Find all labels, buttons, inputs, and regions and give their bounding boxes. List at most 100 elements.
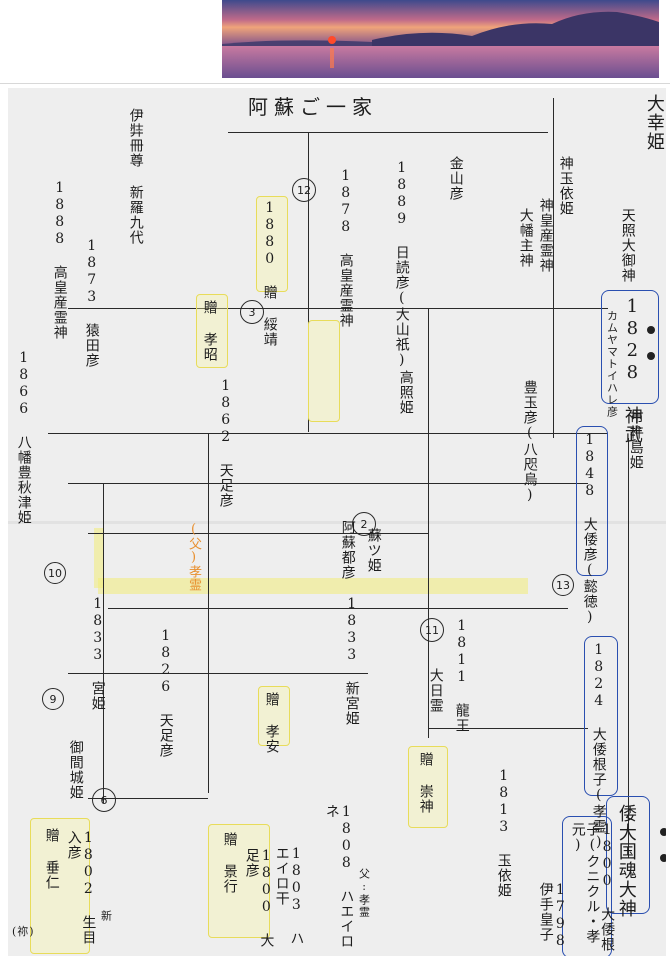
highlight-box-sujin: [408, 746, 448, 828]
name-kogen: 1800 大倭根子(クニクル・孝元): [569, 822, 616, 952]
name-haeiro: 1803 ハエイロ干: [273, 846, 305, 946]
name-hiyomihiko: 1889 日読彦(大山祇): [393, 160, 410, 369]
line: [88, 533, 428, 534]
name-kamimusubi: 神皇産霊神: [537, 198, 554, 273]
scan-seam: [8, 521, 666, 524]
highlight-box-okunitama: [606, 796, 650, 914]
name-tamayori-2: 1813 玉依姫: [495, 768, 512, 898]
bullet-dot: [660, 854, 666, 862]
highlight-box-suizei: [256, 196, 288, 292]
highlight-box-kosho: [196, 294, 228, 368]
name-ohsachi-hime: 大幸姫: [643, 94, 665, 151]
name-sotsu-hime: 蘇ツ姫: [365, 528, 382, 573]
circled-number-10: 10: [44, 562, 66, 584]
line: [628, 438, 629, 858]
circled-number-6: 6: [92, 788, 116, 812]
highlight-box-kogen: [562, 816, 612, 956]
line: [553, 98, 554, 438]
line: [428, 308, 429, 738]
highlight-box-jimmu: [601, 290, 659, 404]
name-kanayamahiko: 金山彦: [447, 156, 464, 201]
line: [208, 433, 209, 793]
name-takamimusubi: 1878 高皇産霊神: [337, 168, 354, 328]
name-kosho: 贈 孝昭: [201, 300, 218, 362]
name-suizei: 1880 贈 綏靖: [261, 200, 278, 347]
circled-number-text: 12: [297, 183, 311, 197]
highlight-band: [98, 578, 528, 594]
line: [68, 483, 588, 484]
name-tamayori: 神玉依姫: [557, 156, 574, 216]
name-sarutahiko: 1873 猿田彦: [83, 238, 100, 368]
name-ikumeirihiko: 1802 生目入彦: [65, 830, 97, 945]
name-shingu-hime: 1833 新宮姫: [343, 596, 360, 726]
line: [103, 483, 104, 803]
bullet-dot: [647, 326, 655, 334]
line: [108, 608, 568, 609]
name-takamimusubi-2: 1888 高皇産霊神: [51, 180, 68, 340]
name-haeirone: 1808 ハエイロネ: [323, 804, 355, 949]
highlight-box-yellow: [308, 320, 340, 422]
name-hachiman: 1866 八幡豊秋津姫: [15, 350, 32, 525]
header-divider: [0, 83, 670, 84]
orange-annotation: (父)孝霊: [186, 522, 201, 591]
line: [428, 728, 588, 729]
circled-number-text: 10: [48, 566, 62, 580]
line: [48, 433, 608, 434]
name-sujin: 贈 崇神: [417, 752, 434, 814]
chart-title: 阿蘇ご一家: [248, 95, 378, 119]
circled-number-text: 9: [49, 692, 57, 706]
circled-number-9: 9: [42, 688, 64, 710]
line: [88, 798, 208, 799]
highlight-box-koan: [258, 686, 290, 746]
name-takateru: 高照姫: [397, 370, 414, 415]
circled-number-11: 11: [420, 618, 444, 642]
circled-number-2: 2: [352, 512, 376, 536]
name-ohirume: 大日霊: [427, 668, 444, 713]
name-ite-miko: 1798 伊手皇子: [537, 882, 569, 950]
highlight-band-left: [94, 528, 104, 588]
highlight-box-suinin: [30, 818, 90, 954]
name-asotsuhiko: 阿蘇都彦: [339, 520, 356, 580]
name-itoku: 1848 大倭彦(懿徳): [581, 432, 598, 626]
bottom-note-shin: 新: [99, 910, 113, 922]
line: [308, 132, 309, 432]
circled-number-12: 12: [292, 178, 316, 202]
name-keiko: 贈 景行: [221, 832, 238, 894]
bullet-dot: [647, 352, 655, 360]
circled-number-text: 13: [556, 578, 570, 592]
name-ryuo: 1811 龍王: [453, 618, 470, 733]
name-miya-hime: 1833 宮姫: [89, 596, 106, 711]
name-kamuyamato: カムヤマトイハレ彦: [605, 310, 619, 418]
line: [68, 673, 368, 674]
name-koan: 贈 孝安: [263, 692, 280, 754]
name-suinin: 贈 垂仁: [43, 828, 60, 890]
highlight-box-korei: [584, 636, 618, 796]
name-izanami: 伊弉冊尊 新羅九代: [127, 108, 144, 245]
line: [68, 308, 608, 309]
circled-number-text: 3: [248, 305, 256, 319]
name-ohatanushi: 大幡主神: [517, 208, 534, 268]
highlight-box-keiko: [208, 824, 270, 938]
name-toyotamahiko: 豊玉彦(八咫烏): [521, 380, 538, 504]
circled-number-text: 11: [425, 623, 439, 637]
bottom-note: (祢): [12, 925, 35, 938]
circled-number-3: 3: [240, 300, 264, 324]
line: [228, 132, 548, 133]
name-mimaki-hime: 御間城姫: [67, 740, 84, 800]
sunset-lake-image: [222, 0, 659, 78]
name-ichikishima: 市杵島姫: [627, 410, 644, 470]
name-yamato-okunitama: 倭大国魂大神: [615, 804, 637, 918]
genealogy-chart-scan: 阿蘇ご一家 12 3 2 11 6 13 9 10 大幸姫 天照大御神 1828…: [8, 88, 666, 956]
header-banner-image: [222, 0, 659, 78]
circled-number-text: 2: [360, 517, 368, 531]
name-korei: 1824 大倭根子(孝霊): [590, 642, 607, 851]
circled-number-text: 6: [100, 793, 108, 807]
highlight-box-itoku: [576, 426, 608, 576]
bullet-dot: [660, 828, 666, 836]
name-father-korei: 父:孝霊: [357, 868, 371, 918]
name-amatarashihiko: 1862 天足彦: [217, 378, 234, 508]
circled-number-13: 13: [552, 574, 574, 596]
name-otarashihiko: 1800 大足彦: [243, 848, 275, 948]
name-amatarashihiko-2: 1826 天足彦: [157, 628, 174, 758]
name-jimmu: 1828 神武: [621, 296, 643, 444]
